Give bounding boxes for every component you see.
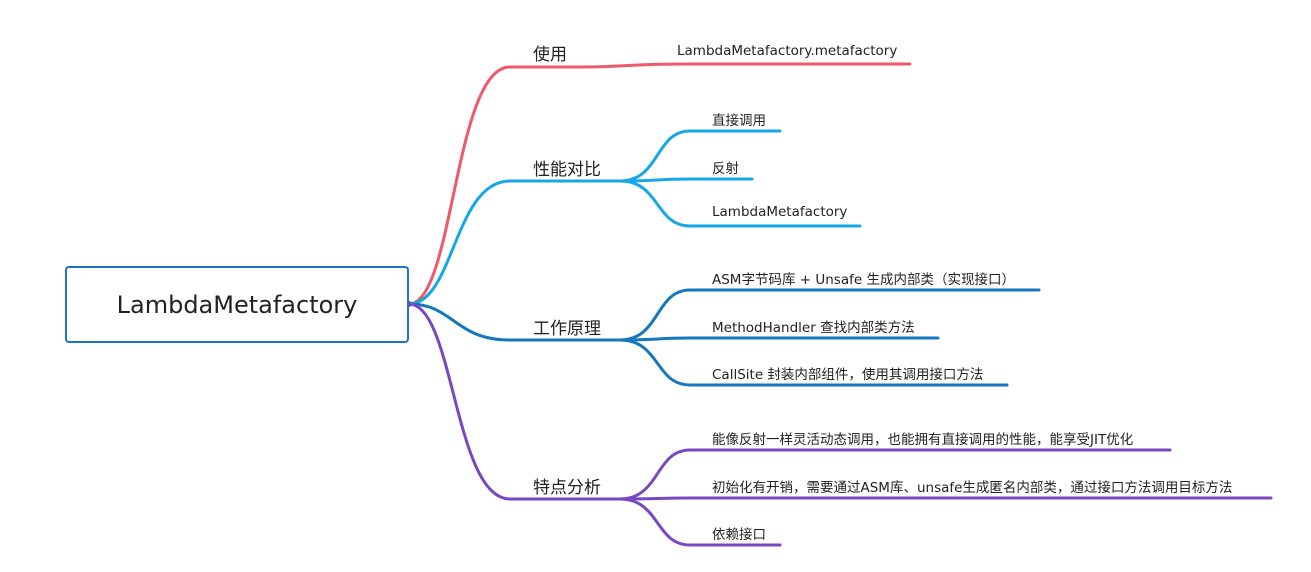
leaf-performance-reflection[interactable]: 反射 [712,161,739,177]
branch-connector-0 [407,65,587,306]
branch-usage[interactable]: 使用 [533,45,567,65]
leaf-connector-1-1 [618,177,754,183]
branch-principle[interactable]: 工作原理 [533,319,601,339]
branch-connector-2 [407,302,622,342]
root-node-label: LambdaMetafactory [116,290,358,319]
leaf-connector-2-2 [618,338,1009,387]
root-node[interactable]: LambdaMetafactory [65,266,409,343]
leaf-principle-callsite[interactable]: CallSite 封装内部组件，使用其调用接口方法 [712,367,984,383]
leaf-principle-methodhandler[interactable]: MethodHandler 查找内部类方法 [712,320,915,336]
leaf-connector-3-2 [618,497,782,547]
leaf-connector-1-2 [618,179,862,228]
leaf-performance-lambdametafactory[interactable]: LambdaMetafactory [712,204,848,220]
leaf-usage-metafactory[interactable]: LambdaMetafactory.metafactory [677,43,898,59]
leaf-connector-2-0 [618,288,1041,342]
leaf-connector-2-1 [618,336,940,342]
branch-analysis[interactable]: 特点分析 [533,478,601,498]
branch-connector-3 [407,302,622,501]
leaf-analysis-init-cost[interactable]: 初始化有开销，需要通过ASM库、unsafe生成匿名内部类，通过接口方法调用目标… [712,480,1233,496]
branch-performance[interactable]: 性能对比 [533,160,601,180]
leaf-analysis-interface[interactable]: 依赖接口 [712,527,766,543]
leaf-principle-asm[interactable]: ASM字节码库 + Unsafe 生成内部类（实现接口） [712,272,1015,288]
leaf-connector-3-0 [618,448,1172,501]
leaf-analysis-flexible[interactable]: 能像反射一样灵活动态调用，也能拥有直接调用的性能，能享受JIT优化 [712,432,1134,448]
leaf-connector-0-0 [583,62,912,69]
leaf-performance-direct[interactable]: 直接调用 [712,113,766,129]
leaf-connector-1-0 [618,129,782,183]
leaf-connector-3-1 [618,496,1273,501]
branch-connector-1 [407,179,622,306]
